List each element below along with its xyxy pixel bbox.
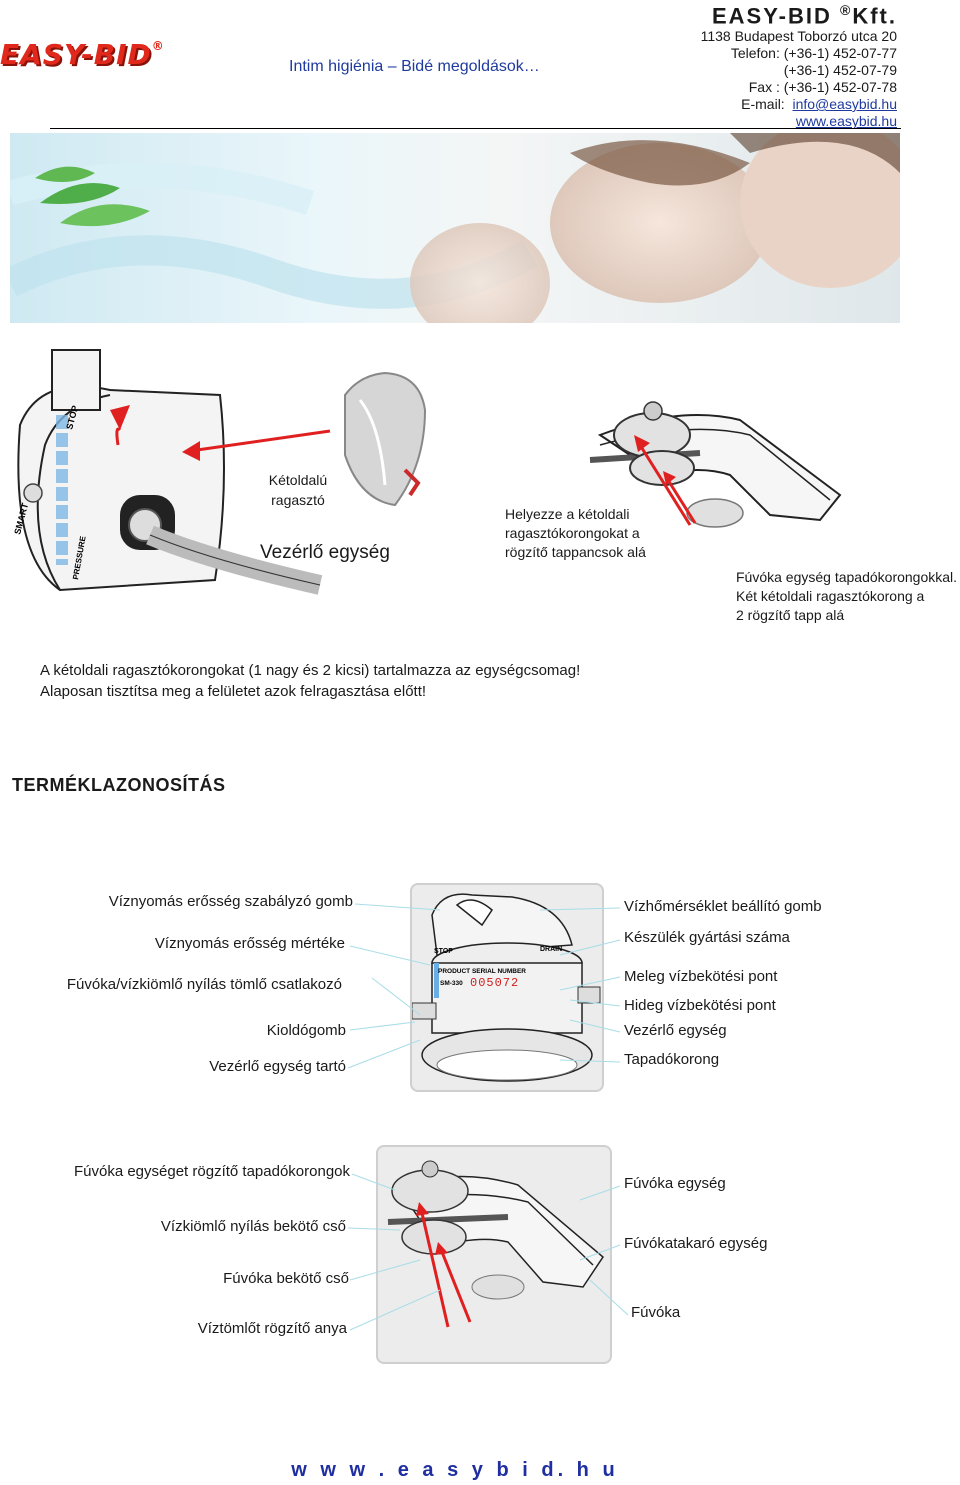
tagline: Intim higiénia – Bidé megoldások… (289, 58, 540, 75)
package-note: A kétoldali ragasztókorongokat (1 nagy é… (40, 660, 580, 702)
nozzle-label-left-2: Vízkiömlő nyílás bekötő cső (160, 1218, 346, 1235)
install-illustrations: STOP SMART PRESSURE (0, 335, 960, 625)
nozzle-caption-line-3: 2 rögzítő tapp alá (736, 607, 845, 623)
company-name: EASY-BID ®Kft. (711, 2, 897, 29)
nozzle-label-left-3: Fúvóka bekötő cső (223, 1270, 349, 1287)
address: 1138 Budapest Toborzó utca 20 (700, 28, 897, 44)
adhesive-disc-illustration (344, 371, 427, 507)
id-label-right-1: Vízhőmérséklet beállító gomb (624, 898, 822, 915)
svg-text:SM-330: SM-330 (440, 980, 463, 987)
instruction-line-3: rögzítő tappancsok alá (505, 544, 646, 560)
nozzle-panel (376, 1145, 612, 1364)
email-link[interactable]: info@easybid.hu (792, 96, 897, 112)
adhesive-label: Kétoldalú ragasztó (268, 470, 328, 510)
nozzle-illustration (589, 401, 842, 528)
adhesive-label-line-2: ragasztó (271, 492, 325, 508)
nozzle-caption: Fúvóka egység tapadókorongokkal. Két két… (736, 568, 957, 625)
svg-text:005072: 005072 (470, 976, 519, 990)
id-label-right-3: Meleg vízbekötési pont (624, 968, 778, 985)
id-label-left-1: Víznyomás erősség szabályzó gomb (108, 893, 353, 910)
nozzle-label-right-3: Fúvóka (631, 1304, 681, 1321)
id-label-left-3: Fúvóka/vízkiömlő nyílás tömlő csatlakozó (66, 976, 342, 993)
svg-text:DRAIN: DRAIN (540, 946, 562, 953)
web-line: www.easybid.hu (796, 113, 897, 130)
nozzle-leader-lines (347, 1173, 629, 1331)
nozzle-label-right-2: Fúvókatakaró egység (624, 1235, 768, 1252)
control-unit-label: Vezérlő egység (260, 542, 390, 563)
id-label-left-2: Víznyomás erősség mértéke (154, 935, 345, 952)
instruction-text: Helyezze a kétoldali ragasztókorongokat … (505, 505, 646, 562)
footer-website[interactable]: w w w . e a s y b i d. h u (291, 1459, 619, 1481)
email-line: E-mail: info@easybid.hu (741, 96, 897, 113)
phone-2: (+36-1) 452-07-79 (783, 62, 897, 78)
banner-image (10, 133, 900, 323)
identification-leader-lines (347, 903, 621, 1069)
id-label-left-4: Kioldógomb (266, 1022, 346, 1039)
package-note-line-2: Alaposan tisztítsa meg a felületet azok … (40, 683, 427, 700)
fax: Fax : (+36-1) 452-07-78 (748, 79, 897, 95)
easy-bid-logo: EASY-BID® (0, 38, 165, 71)
adhesive-label-line-1: Kétoldalú (268, 472, 328, 488)
phone-1: Telefon: (+36-1) 452-07-77 (730, 45, 897, 61)
nozzle-label-left-4: Víztömlőt rögzítő anya (197, 1320, 347, 1337)
control-unit-illustration: STOP SMART PRESSURE (12, 349, 331, 595)
identification-heading: TERMÉKLAZONOSÍTÁS (12, 775, 226, 795)
nozzle-label-left-1: Fúvóka egységet rögzítő tapadókorongok (73, 1163, 350, 1180)
id-label-right-6: Tapadókorong (624, 1051, 720, 1068)
id-label-right-4: Hideg vízbekötési pont (624, 997, 776, 1014)
package-note-line-1: A kétoldali ragasztókorongokat (1 nagy é… (40, 662, 581, 679)
nozzle-caption-line-1: Fúvóka egység tapadókorongokkal. (736, 569, 958, 585)
svg-text:STOP: STOP (434, 948, 453, 955)
svg-text:PRODUCT SERIAL NUMBER: PRODUCT SERIAL NUMBER (438, 968, 526, 975)
instruction-line-2: ragasztókorongokat a (505, 525, 640, 541)
instruction-line-1: Helyezze a kétoldali (505, 506, 630, 522)
nozzle-label-right-1: Fúvóka egység (624, 1175, 726, 1192)
id-label-left-5: Vezérlő egység tartó (209, 1058, 346, 1075)
email-label: E-mail: (741, 96, 785, 112)
id-label-right-5: Vezérlő egység (624, 1022, 727, 1039)
id-label-right-2: Készülék gyártási száma (624, 929, 790, 946)
header-divider (50, 128, 901, 129)
nozzle-caption-line-2: Két kétoldali ragasztókorong a (736, 588, 925, 604)
website-link[interactable]: www.easybid.hu (795, 113, 897, 129)
